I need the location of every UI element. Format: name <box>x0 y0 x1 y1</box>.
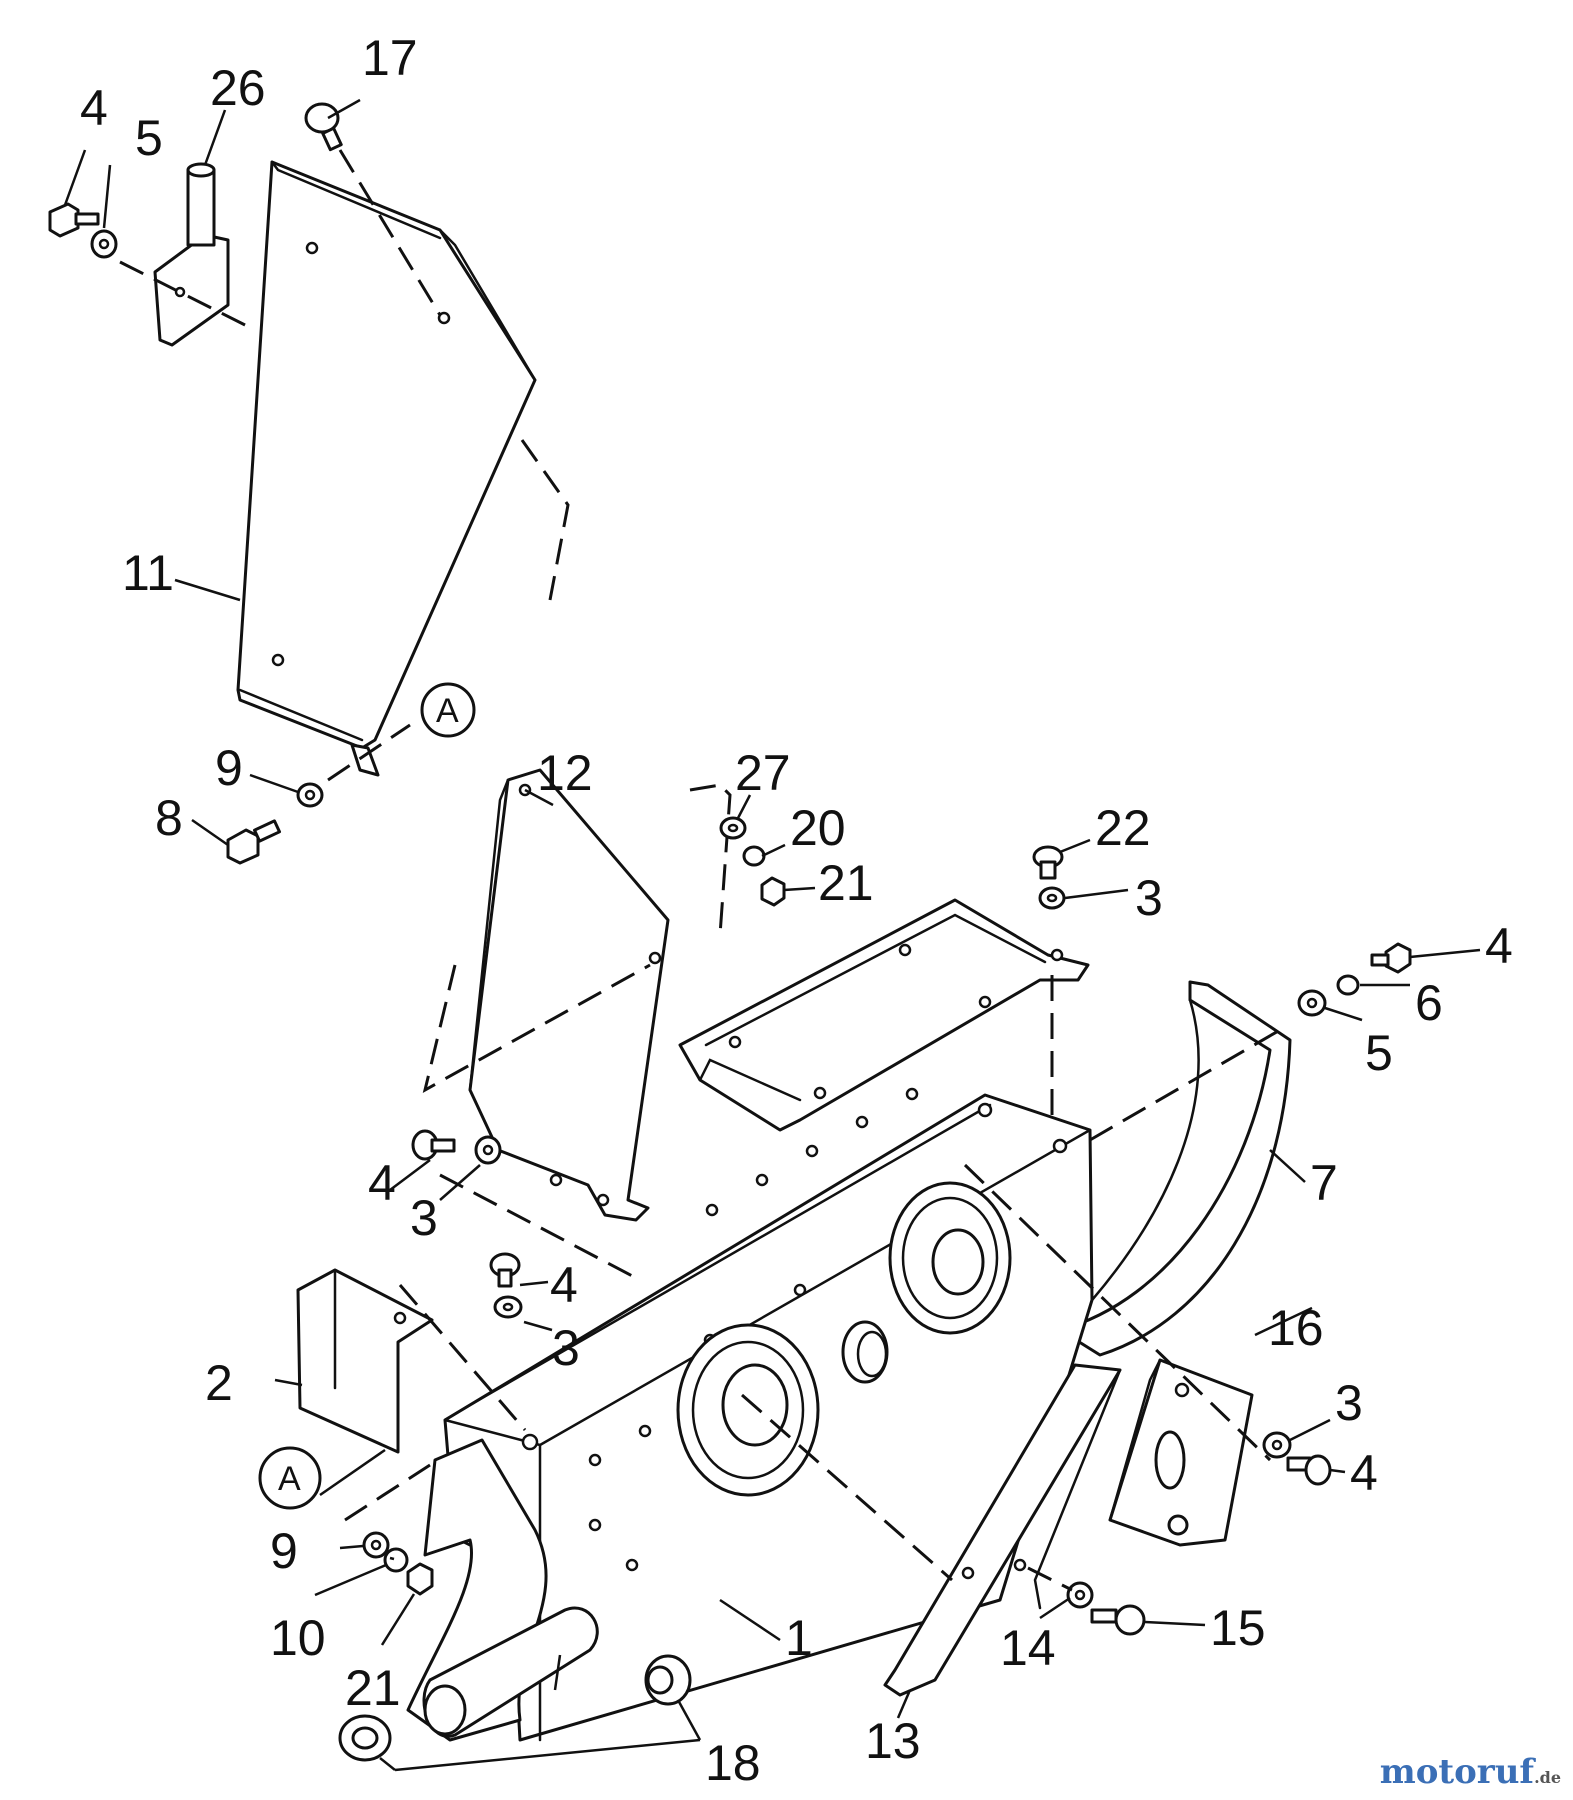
chute-upper-part <box>236 160 537 777</box>
callout-3-right: 3 <box>1335 1375 1363 1431</box>
washer-3-mid <box>493 1295 523 1319</box>
bolt-mid <box>489 1252 521 1288</box>
mid-bolt-axis <box>398 1284 527 1431</box>
nut-21-top <box>760 876 786 907</box>
washer-9-lower <box>362 1531 390 1559</box>
knob-axis <box>338 149 442 316</box>
callout-3-mid-left: 3 <box>410 1190 438 1246</box>
watermark-logo: motoruf.de <box>1380 1752 1561 1792</box>
callout-8: 8 <box>155 790 183 846</box>
callout-1: 1 <box>785 1610 813 1666</box>
washer-3-top <box>1038 886 1066 910</box>
callout-14: 14 <box>1000 1620 1056 1676</box>
washer-20 <box>742 845 766 867</box>
callout-9-lower: 9 <box>270 1523 298 1579</box>
callout-4-right-top: 4 <box>1485 918 1513 974</box>
washer-3-mid-left <box>474 1135 502 1165</box>
callout-13: 13 <box>865 1713 921 1769</box>
lower-left-axis <box>344 1463 431 1522</box>
screw-22 <box>1032 845 1064 880</box>
callout-5-top: 5 <box>135 110 163 166</box>
callout-7: 7 <box>1310 1155 1338 1211</box>
bolt-mid-left <box>411 1129 456 1161</box>
callout-10: 10 <box>270 1610 326 1666</box>
knob-part <box>304 102 343 152</box>
deflector-axis-left <box>422 963 651 1093</box>
callout-labels: 17 26 5 4 11 9 8 A 12 27 20 21 22 3 4 6 … <box>80 30 1513 1791</box>
bolt-15 <box>1090 1604 1146 1636</box>
ref-bottom-leader <box>319 1448 386 1497</box>
rear-plate-part <box>1108 1358 1254 1547</box>
callout-3-mid: 3 <box>552 1320 580 1376</box>
bolt-axis-upper <box>119 260 256 332</box>
callout-3-top: 3 <box>1135 870 1163 926</box>
callout-20: 20 <box>790 800 846 856</box>
callout-4-mid-left: 4 <box>368 1155 396 1211</box>
watermark-suffix: .de <box>1534 1768 1561 1787</box>
callout-11: 11 <box>122 545 174 601</box>
ref-circle-top <box>420 682 476 738</box>
callout-21-lower: 21 <box>345 1660 401 1716</box>
bolt-right-lower <box>1286 1454 1332 1486</box>
skid-plate-part <box>883 1363 1122 1697</box>
callout-22: 22 <box>1095 800 1151 856</box>
bolt-chute <box>226 819 282 865</box>
bolt-15-axis <box>1027 1566 1073 1592</box>
main-frame-part <box>438 1087 1094 1742</box>
deflector-plate-part <box>468 768 670 1222</box>
callout-6: 6 <box>1415 975 1443 1031</box>
watermark-name: motoruf <box>1379 1752 1535 1792</box>
hitch-arm-part <box>406 1438 599 1742</box>
callout-12: 12 <box>537 745 593 801</box>
ref-circle-bottom <box>258 1446 322 1510</box>
washer-3-right <box>1262 1431 1292 1459</box>
leader-lines <box>63 98 1481 1772</box>
washer-10 <box>383 1547 409 1573</box>
callout-18: 17 <box>362 30 418 86</box>
rear-plate-axis <box>963 1163 1272 1462</box>
callout-9-top: 9 <box>215 740 243 796</box>
callout-17: 18 <box>705 1735 761 1791</box>
chute-bolt-axis <box>327 723 411 782</box>
top-plate-part <box>678 898 1090 1132</box>
washer-27 <box>719 816 747 840</box>
washer-5-right <box>1297 989 1327 1017</box>
skid-plate-axis <box>741 1393 953 1582</box>
callout-27: 27 <box>735 745 791 801</box>
nut-21-lower <box>406 1562 434 1596</box>
curved-guard-part <box>1058 980 1292 1357</box>
callout-15: 15 <box>1210 1600 1266 1656</box>
bushing-left <box>338 1714 392 1762</box>
deflector-axis-right <box>689 783 732 936</box>
chute-hidden-edge <box>520 439 570 601</box>
callout-16: 16 <box>1268 1300 1324 1356</box>
bushing-right <box>644 1654 692 1706</box>
callout-4-right-lower: 4 <box>1350 1445 1378 1501</box>
washer-6 <box>1336 974 1360 996</box>
left-bracket-part <box>296 1268 434 1454</box>
washer-upper-left <box>90 229 118 259</box>
callout-5-right: 5 <box>1365 1025 1393 1081</box>
bolt-upper-left <box>48 202 100 238</box>
ref-label-bottom: A <box>278 1460 301 1498</box>
callout-2: 2 <box>205 1355 233 1411</box>
washer-chute <box>296 782 324 808</box>
callout-4-mid: 4 <box>550 1257 578 1313</box>
callout-4-top: 4 <box>80 80 108 136</box>
washer-14 <box>1066 1581 1094 1609</box>
pin-bracket-part <box>153 162 230 347</box>
bolt-right-top <box>1370 942 1412 974</box>
ref-label-top: A <box>436 692 459 730</box>
callout-26: 26 <box>210 60 266 116</box>
callout-21-top: 21 <box>818 855 874 911</box>
